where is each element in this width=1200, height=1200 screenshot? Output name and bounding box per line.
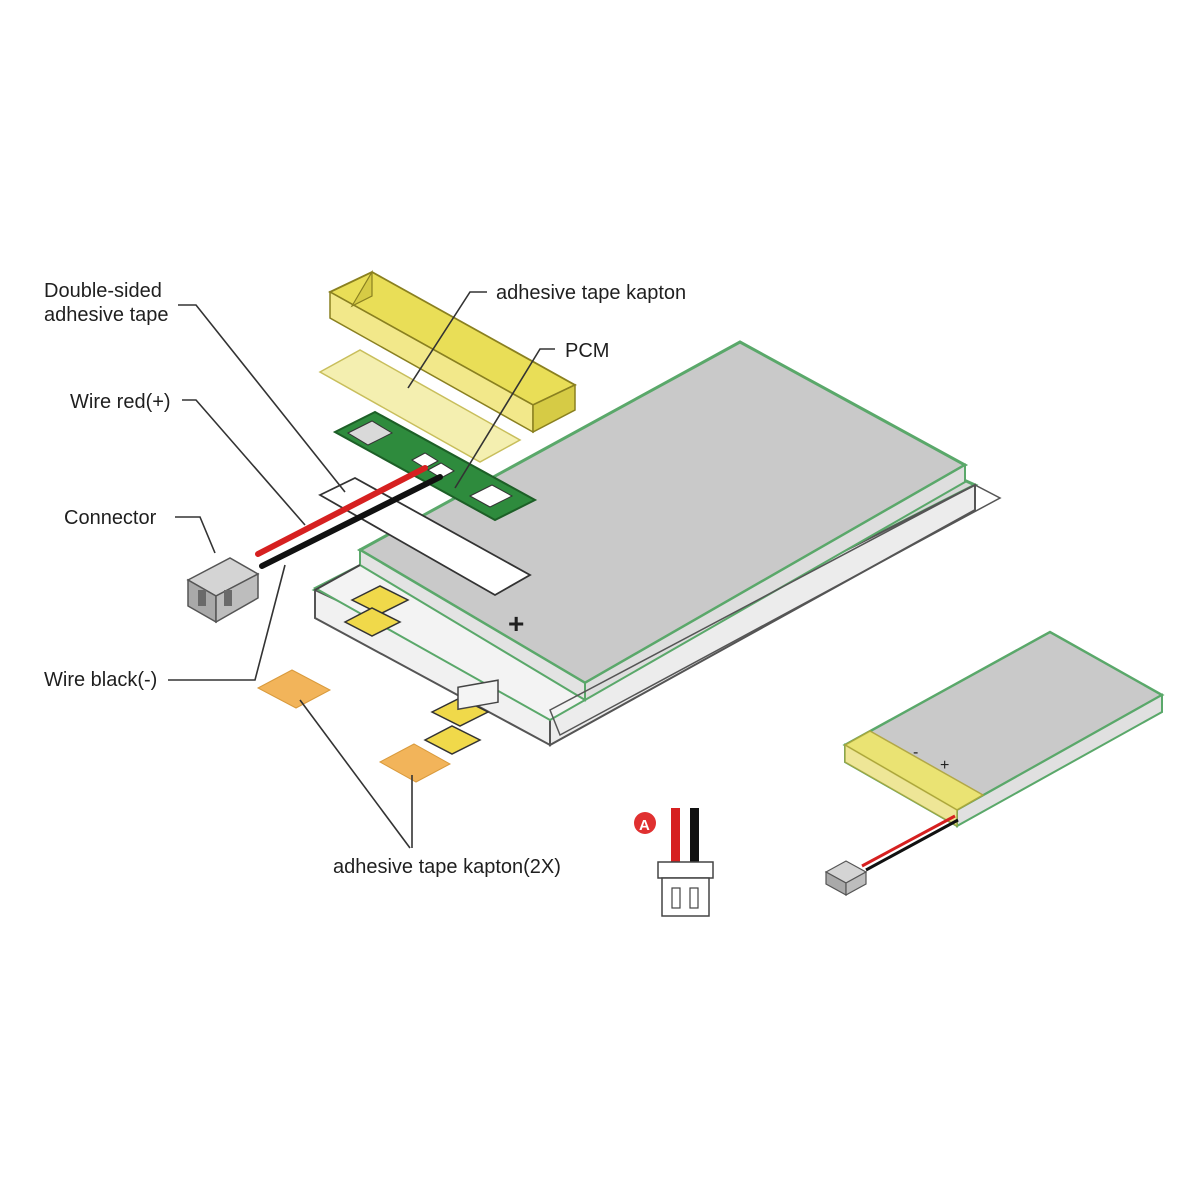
cell-terminal-tab-1 bbox=[343, 585, 410, 637]
kapton-film-light bbox=[318, 349, 522, 463]
label-double-sided-tape-2: adhesive tape bbox=[44, 304, 169, 326]
assembled-battery: - + bbox=[842, 630, 1165, 872]
label-kapton-2x: adhesive tape kapton(2X) bbox=[333, 856, 561, 878]
leader-lines bbox=[168, 291, 555, 849]
assembled-connector bbox=[824, 860, 868, 897]
label-wire-black: Wire black(-) bbox=[44, 669, 157, 691]
label-connector: Connector bbox=[64, 507, 157, 529]
kapton-pad-1 bbox=[256, 669, 332, 709]
detail-a-connector: A bbox=[634, 808, 714, 917]
kapton-pad-2 bbox=[378, 743, 452, 783]
double-sided-tape bbox=[318, 476, 532, 597]
label-double-sided-tape-1: Double-sided bbox=[44, 280, 162, 302]
wire-black bbox=[259, 474, 443, 569]
pcm-board bbox=[332, 410, 538, 522]
kapton-u-tape bbox=[328, 269, 577, 434]
label-kapton-top: adhesive tape kapton bbox=[496, 282, 686, 304]
wire-red bbox=[255, 465, 428, 557]
cell-terminal-tab-2 bbox=[423, 679, 499, 755]
label-wire-red: Wire red(+) bbox=[70, 391, 171, 413]
label-pcm: PCM bbox=[565, 340, 609, 362]
assembled-minus-mark: - bbox=[913, 744, 918, 761]
detail-marker-label: A bbox=[639, 817, 650, 834]
cell-plus-mark: + bbox=[508, 608, 524, 639]
detail-marker-circle bbox=[634, 812, 656, 834]
connector bbox=[186, 557, 260, 624]
assembled-plus-mark: + bbox=[940, 757, 949, 774]
